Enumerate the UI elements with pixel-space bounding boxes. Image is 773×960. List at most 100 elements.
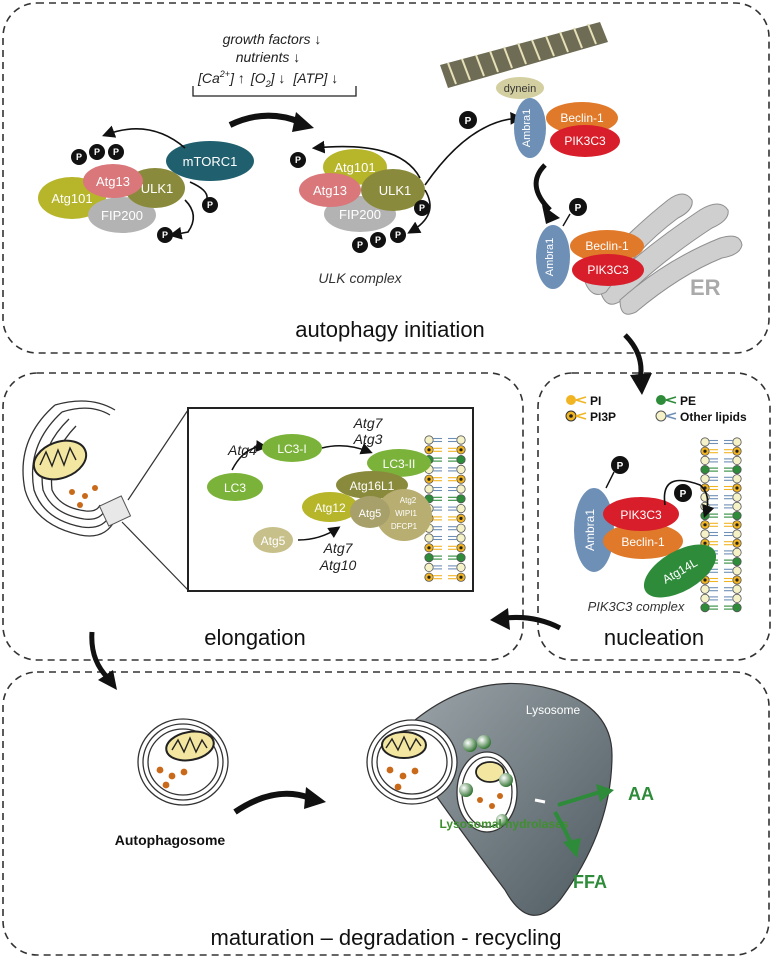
- svg-text:Atg3: Atg3: [353, 431, 383, 447]
- lc3i-protein: [262, 434, 322, 462]
- fip200-protein: [88, 197, 156, 233]
- svg-text:Beclin-1: Beclin-1: [621, 535, 665, 549]
- ffa-label: FFA: [573, 872, 607, 892]
- svg-text:Atg12: Atg12: [314, 501, 346, 515]
- er-label: ER: [690, 275, 721, 300]
- beclin1-protein-er: [570, 230, 644, 262]
- signal-growth-factors: growth factors ↓: [223, 31, 322, 47]
- ulk-complex-caption: ULK complex: [318, 270, 402, 286]
- lysosome-label: Lysosome: [526, 703, 581, 717]
- beclin1-protein-top: [546, 102, 618, 134]
- atg14l-protein-nuc: [643, 544, 717, 598]
- atg12-protein: [302, 492, 358, 522]
- svg-text:WIPI1: WIPI1: [395, 509, 417, 518]
- initiation-title: autophagy initiation: [295, 317, 485, 342]
- atg16l1-protein: [336, 471, 408, 499]
- pik3c3-protein-top: [550, 125, 620, 157]
- svg-text:P: P: [575, 203, 582, 214]
- lc3-protein: [207, 473, 263, 501]
- hydrolases-label: Lysosomal hydrolases: [440, 817, 569, 831]
- svg-text:P: P: [680, 489, 687, 500]
- pik3c3-protein-er: [572, 254, 644, 286]
- svg-text:Other lipids: Other lipids: [680, 410, 747, 424]
- svg-text:Ambra1: Ambra1: [583, 509, 597, 551]
- svg-text:P: P: [295, 155, 301, 165]
- initiation-panel: [2, 2, 770, 354]
- svg-text:Atg13: Atg13: [313, 183, 347, 198]
- ambra1-protein-er: [536, 225, 570, 289]
- pik3c3-protein-nuc: [603, 497, 679, 531]
- svg-text:LC3-II: LC3-II: [383, 457, 416, 471]
- svg-text:DFCP1: DFCP1: [391, 522, 418, 531]
- svg-text:Beclin-1: Beclin-1: [585, 239, 629, 253]
- svg-text:Atg10: Atg10: [319, 557, 357, 573]
- svg-text:P: P: [162, 230, 168, 240]
- initiation-main-arrow: [228, 112, 302, 128]
- maturation-panel: [2, 671, 770, 956]
- svg-text:P: P: [375, 235, 381, 245]
- svg-text:Atg101: Atg101: [334, 160, 375, 175]
- ulk1-label: ULK1: [141, 181, 174, 196]
- maturation-title: maturation – degradation - recycling: [211, 925, 562, 950]
- svg-text:PIK3C3: PIK3C3: [587, 263, 629, 277]
- aa-label: AA: [628, 784, 654, 804]
- autolysosome: [366, 682, 613, 916]
- nucleation-membrane: [700, 437, 742, 613]
- ambra1-protein-nuc: [574, 488, 614, 572]
- lc3ii-protein: [367, 449, 431, 477]
- svg-text:LC3-I: LC3-I: [277, 442, 306, 456]
- atg101-label: Atg101: [51, 191, 92, 206]
- svg-text:P: P: [357, 240, 363, 250]
- svg-text:Ambra1: Ambra1: [544, 238, 556, 277]
- mtorc1-protein: [166, 141, 254, 181]
- svg-text:Atg4: Atg4: [227, 442, 257, 458]
- svg-text:P: P: [76, 152, 82, 162]
- signal-nutrients: nutrients ↓: [236, 49, 301, 65]
- atg5-protein-complex: [350, 496, 390, 528]
- elongation-panel: [2, 372, 524, 661]
- mitochondrion-elongation: [32, 439, 88, 481]
- svg-text:PI: PI: [590, 394, 601, 408]
- svg-text:LC3: LC3: [224, 481, 246, 495]
- cargo-dots-elongation: [69, 485, 98, 508]
- microtubule: [440, 22, 608, 88]
- pik3c3-complex-caption: PIK3C3 complex: [588, 599, 685, 614]
- svg-text:P: P: [617, 461, 624, 472]
- elongation-title: elongation: [204, 625, 306, 650]
- nucleation-panel: [537, 372, 771, 661]
- ulk-complex: Atg101 FIP200 ULK1 Atg13 P P P P P: [290, 111, 524, 253]
- svg-text:ULK1: ULK1: [379, 183, 412, 198]
- svg-text:Ambra1: Ambra1: [521, 109, 533, 148]
- atg13-label: Atg13: [96, 174, 130, 189]
- svg-text:Atg5: Atg5: [359, 508, 382, 520]
- nucleation-title: nucleation: [604, 625, 704, 650]
- svg-text:Atg7: Atg7: [353, 415, 384, 431]
- autophagosome-label: Autophagosome: [115, 832, 226, 848]
- beclin1-protein-nuc: [603, 523, 683, 559]
- dynein-label: dynein: [504, 83, 536, 95]
- svg-text:PIK3C3: PIK3C3: [620, 508, 662, 522]
- nucleation-legend: PI PI3P PE Other lipids: [565, 394, 747, 424]
- signal-bracket: [192, 86, 357, 97]
- ulk1-protein-active: [361, 169, 425, 211]
- svg-text:P: P: [419, 203, 425, 213]
- svg-text:PI3P: PI3P: [590, 410, 616, 424]
- svg-text:P: P: [94, 147, 100, 157]
- svg-text:P: P: [207, 200, 213, 210]
- svg-text:PIK3C3: PIK3C3: [564, 134, 606, 148]
- atg5-protein-free: [253, 527, 293, 553]
- atg13-protein: [83, 164, 143, 198]
- svg-text:Atg16L1: Atg16L1: [350, 479, 395, 493]
- svg-text:P: P: [113, 147, 119, 157]
- signal-ions: [Ca2+] ↑[O2] ↓[ATP] ↓: [197, 69, 338, 89]
- svg-text:PE: PE: [680, 394, 696, 408]
- svg-text:Atg2: Atg2: [400, 496, 417, 505]
- autophagosome: [137, 718, 229, 806]
- svg-text:P: P: [465, 116, 472, 127]
- inactive-ulk-complex: mTORC1 Atg101 FIP200 ULK1 Atg13 P P P P …: [38, 125, 254, 243]
- dynein-protein: [496, 77, 544, 99]
- svg-text:P: P: [395, 230, 401, 240]
- atg2-wipi-dfcp-complex: [376, 489, 432, 541]
